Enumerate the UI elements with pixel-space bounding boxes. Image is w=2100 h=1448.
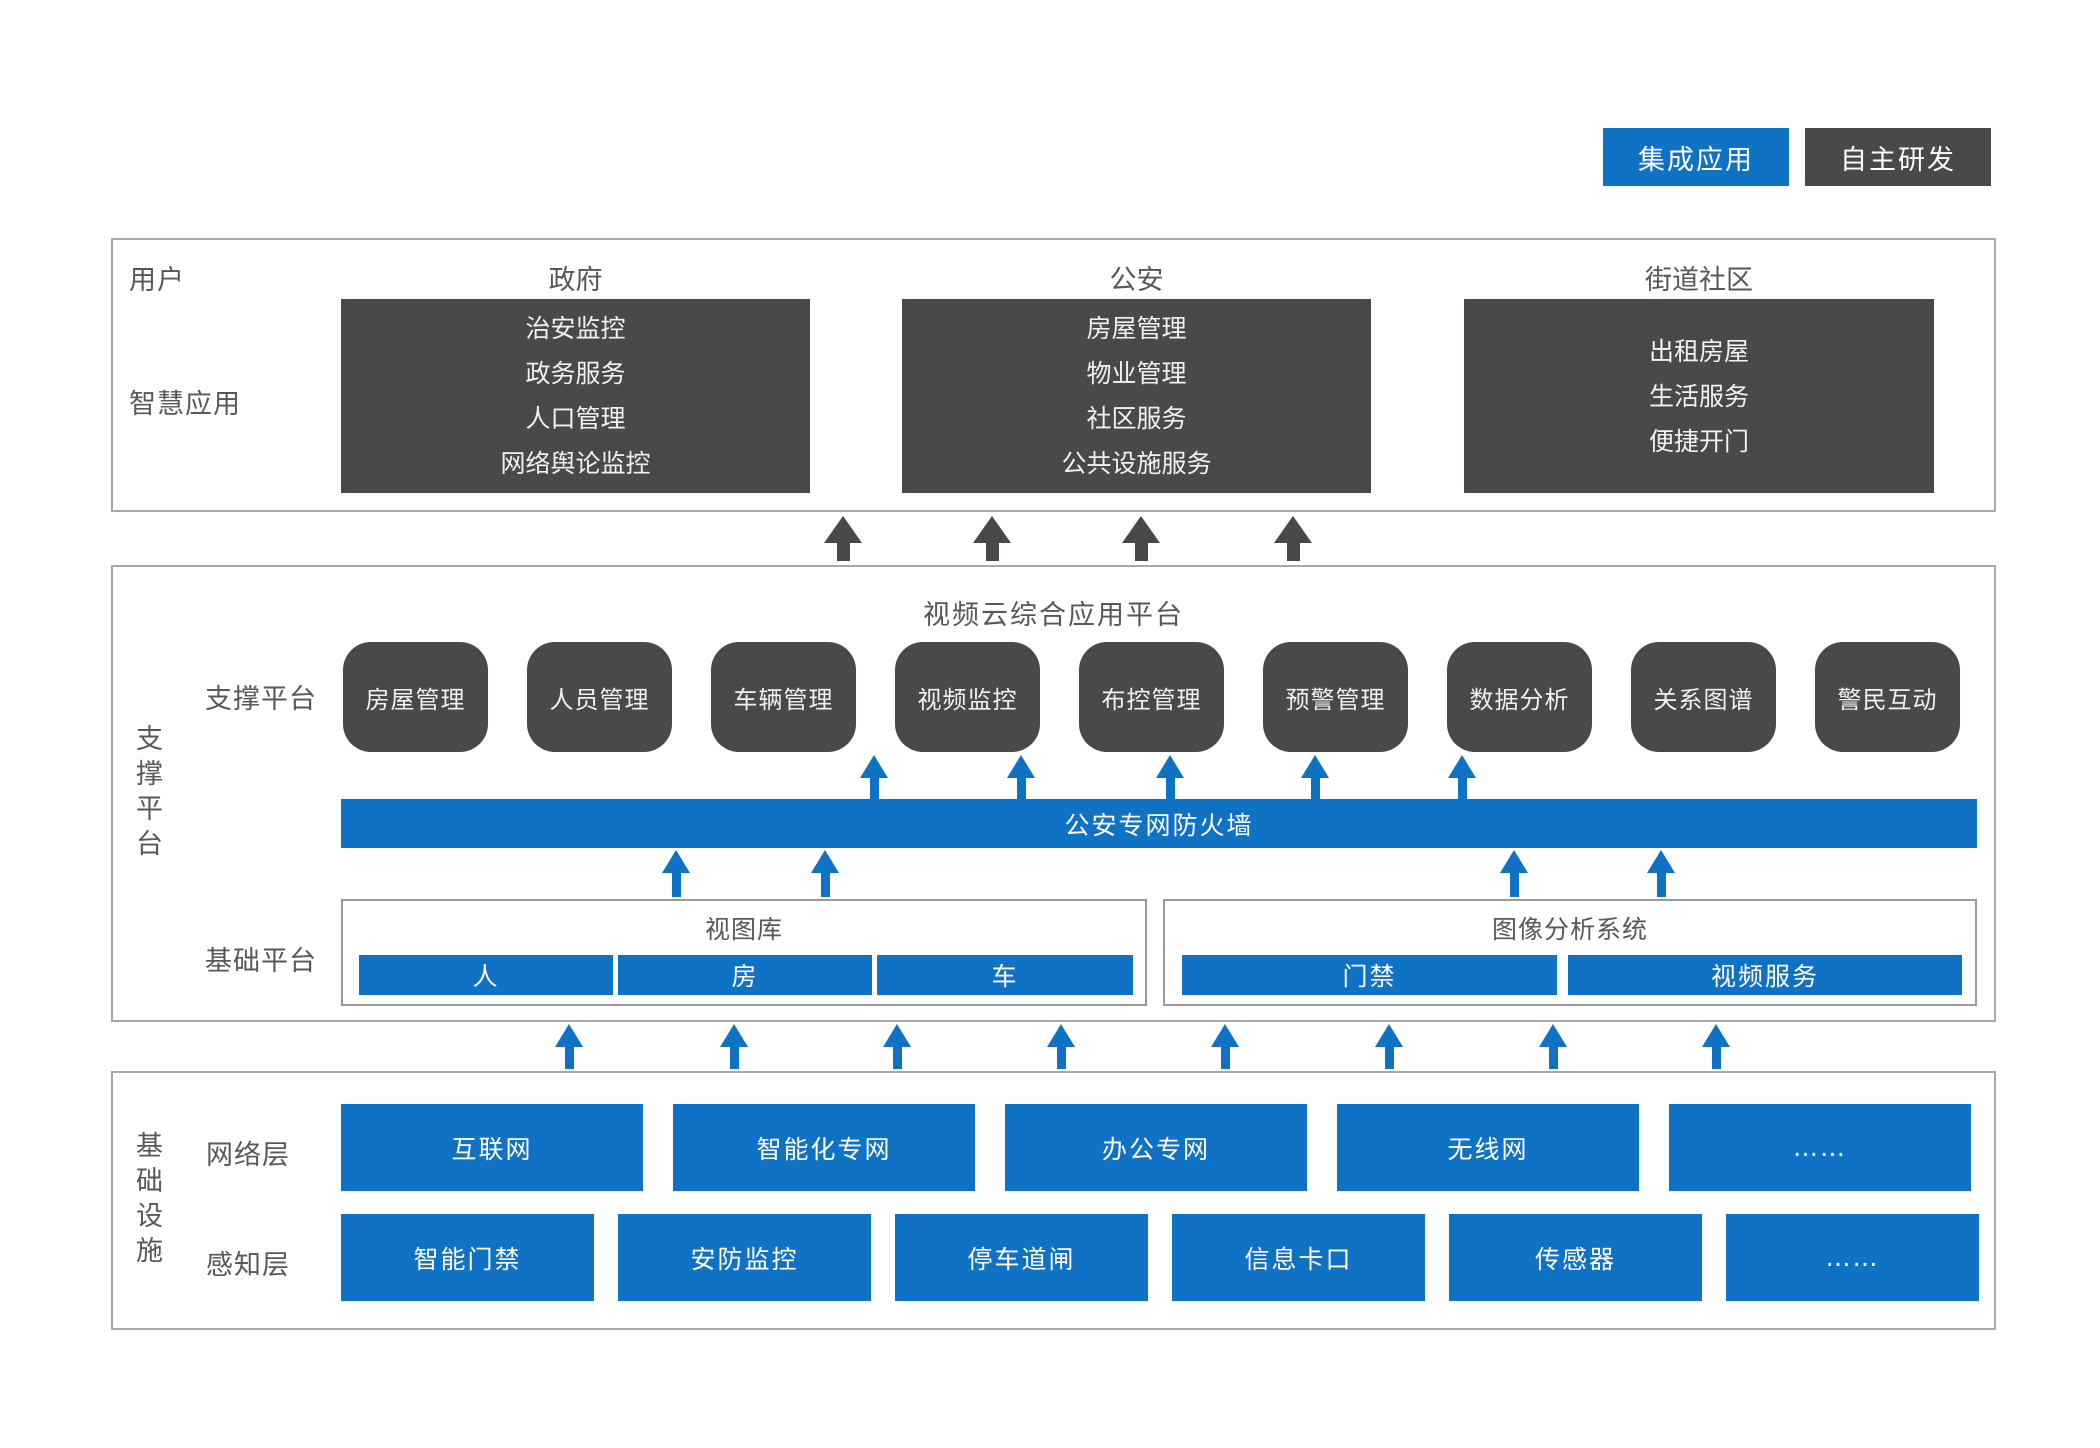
users-row-label: 用户 [129,265,185,296]
module-vehicle-mgmt: 车辆管理 [711,642,856,752]
app-item: 人口管理 [525,404,626,433]
app-item: 社区服务 [1086,404,1187,433]
users-applications-section: 用户 智慧应用 政府 公安 街道社区 治安监控 政务服务 人口管理 网络舆论监控… [111,238,1996,512]
support-platform-section: 支撑平台 视频云综合应用平台 支撑平台 房屋管理 人员管理 车辆管理 视频监控 … [111,565,1996,1022]
module-relation-graph: 关系图谱 [1631,642,1776,752]
up-arrow-blue [1448,755,1476,799]
up-arrow-blue [1647,850,1675,897]
up-arrow-blue [1301,755,1329,799]
network-internet: 互联网 [341,1104,643,1191]
access-control-bar: 门禁 [1182,955,1557,995]
column-header-community: 街道社区 [1645,265,1753,296]
legend-self-developed: 自主研发 [1805,128,1991,186]
up-arrow-blue [1539,1024,1567,1069]
smart-apps-row-label: 智慧应用 [129,389,241,420]
up-arrow-blue [720,1024,748,1069]
up-arrow-blue [555,1024,583,1069]
app-item: 物业管理 [1086,359,1187,388]
network-wireless: 无线网 [1337,1104,1639,1191]
up-arrow-dark [1274,516,1312,561]
sensing-info-checkpoint: 信息卡口 [1172,1214,1425,1301]
up-arrow-blue [1500,850,1528,897]
network-more: …… [1669,1104,1971,1191]
police-apps-box: 房屋管理 物业管理 社区服务 公共设施服务 [902,299,1371,493]
up-arrow-blue [1211,1024,1239,1069]
image-analysis-title: 图像分析系统 [1491,915,1648,944]
module-housing-mgmt: 房屋管理 [343,642,488,752]
network-intelligent-private: 智能化专网 [673,1104,975,1191]
up-arrow-dark [973,516,1011,561]
up-arrow-blue [1047,1024,1075,1069]
up-arrow-blue [1156,755,1184,799]
police-network-firewall-bar: 公安专网防火墙 [341,799,1977,848]
sensing-security-monitor: 安防监控 [618,1214,871,1301]
app-item: 公共设施服务 [1061,449,1212,478]
network-office-private: 办公专网 [1005,1104,1307,1191]
column-header-government: 政府 [548,265,603,296]
platform-title: 视频云综合应用平台 [923,600,1184,631]
infrastructure-section: 基础设施 网络层 互联网 智能化专网 办公专网 无线网 …… 感知层 智能门禁 … [111,1071,1996,1330]
base-platform-row-label: 基础平台 [205,946,317,977]
view-library-person-bar: 人 [359,955,613,995]
app-item: 出租房屋 [1648,336,1749,366]
sensing-smart-access: 智能门禁 [341,1214,594,1301]
module-control-mgmt: 布控管理 [1079,642,1224,752]
up-arrow-blue [883,1024,911,1069]
community-apps-box: 出租房屋 生活服务 便捷开门 [1464,299,1934,493]
module-police-citizen: 警民互动 [1815,642,1960,752]
up-arrow-blue [811,850,839,897]
sensing-parking-gate: 停车道闸 [895,1214,1148,1301]
view-library-title: 视图库 [704,915,783,944]
network-layer-label: 网络层 [206,1140,290,1171]
up-arrow-blue [1702,1024,1730,1069]
module-video-surveillance: 视频监控 [895,642,1040,752]
app-item: 网络舆论监控 [500,449,651,478]
sensing-sensor: 传感器 [1449,1214,1702,1301]
view-library-box: 视图库 人 房 车 [341,899,1147,1006]
module-warning-mgmt: 预警管理 [1263,642,1408,752]
app-item: 生活服务 [1648,381,1749,411]
module-personnel-mgmt: 人员管理 [527,642,672,752]
app-item: 治安监控 [525,314,626,343]
up-arrow-blue [860,755,888,799]
sensing-more: …… [1726,1214,1979,1301]
sensing-layer-label: 感知层 [206,1250,290,1281]
up-arrow-dark [824,516,862,561]
image-analysis-system-box: 图像分析系统 门禁 视频服务 [1163,899,1977,1006]
up-arrow-blue [662,850,690,897]
column-header-police: 公安 [1109,265,1164,296]
up-arrow-dark [1122,516,1160,561]
government-apps-box: 治安监控 政务服务 人口管理 网络舆论监控 [341,299,810,493]
legend-integrated-application: 集成应用 [1603,128,1789,186]
support-platform-side-label: 支撑平台 [131,723,162,864]
support-row-label: 支撑平台 [205,684,317,715]
up-arrow-blue [1375,1024,1403,1069]
app-item: 房屋管理 [1086,314,1187,343]
module-data-analysis: 数据分析 [1447,642,1592,752]
video-service-bar: 视频服务 [1568,955,1962,995]
app-item: 便捷开门 [1648,426,1749,456]
infrastructure-side-label: 基础设施 [131,1130,162,1271]
view-library-vehicle-bar: 车 [877,955,1133,995]
view-library-house-bar: 房 [618,955,872,995]
up-arrow-blue [1007,755,1035,799]
app-item: 政务服务 [525,359,626,388]
